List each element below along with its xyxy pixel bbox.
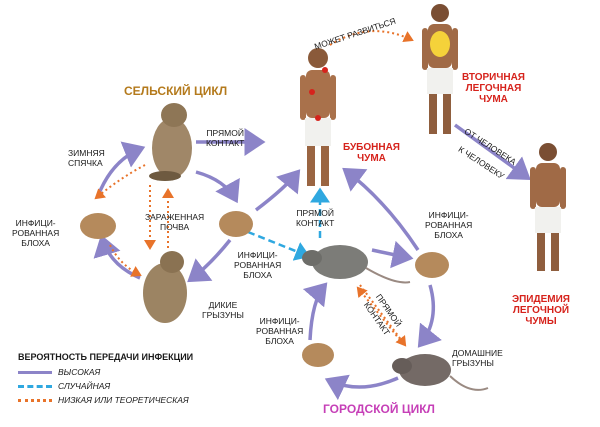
- arrow-domestic-to-flea-bottom: [324, 374, 399, 401]
- flea-figures: [80, 211, 449, 367]
- flea-right: [415, 252, 449, 278]
- rural-cycle-title: СЕЛЬСКИЙ ЦИКЛ: [124, 84, 228, 98]
- legend-title: ВЕРОЯТНОСТЬ ПЕРЕДАЧИ ИНФЕКЦИИ: [18, 352, 194, 362]
- arrow-flea-rodent-low: [109, 244, 142, 277]
- human-bubonic-figure: [300, 48, 336, 186]
- arrow-may-develop: [329, 30, 414, 46]
- label-infected-flea-left: ИНФИЦИ- РОВАННАЯ БЛОХА: [12, 218, 60, 248]
- arrow-marmot-to-flea: [195, 170, 240, 204]
- flea-bottom: [302, 343, 334, 367]
- label-direct-contact-top: ПРЯМОЙ КОНТАКТ: [206, 128, 245, 148]
- label-infected-soil: ЗАРАЖЕННАЯ ПОЧВА: [145, 212, 205, 232]
- label-bubonic-plague: БУБОННАЯ ЧУМА: [343, 142, 400, 164]
- label-infected-flea-bottom: ИНФИЦИ- РОВАННАЯ БЛОХА: [256, 316, 304, 346]
- label-wild-rodents: ДИКИЕ ГРЫЗУНЫ: [202, 300, 244, 320]
- arrow-secondary-to-epidemic: [453, 123, 531, 181]
- domestic-rat-figure: [392, 354, 489, 391]
- label-pneumonic-epidemic: ЭПИДЕМИЯ ЛЕГОЧНОЙ ЧУМЫ: [512, 294, 570, 327]
- legend-swatch-high: [18, 370, 52, 374]
- flea-left: [80, 213, 116, 239]
- urban-cycle-title: ГОРОДСКОЙ ЦИКЛ: [323, 402, 435, 416]
- arrow-rat-to-flea-right: [371, 240, 414, 269]
- legend-label-high: ВЫСОКАЯ: [58, 367, 101, 377]
- label-infected-flea-center: ИНФИЦИ- РОВАННАЯ БЛОХА: [234, 250, 282, 280]
- human-secondary-figure: [422, 4, 458, 134]
- high-probability-arrows: [93, 123, 531, 401]
- arrow-flea-to-rodent: [187, 238, 232, 283]
- arrow-flea-right-to-domestic: [417, 284, 442, 348]
- marmot-top-figure: [149, 103, 192, 181]
- label-secondary-pneumonic: ВТОРИЧНАЯ ЛЕГОЧНАЯ ЧУМА: [462, 72, 525, 105]
- arrow-flea-right-to-human: [342, 167, 420, 251]
- label-winter-hibernation: ЗИМНЯЯ СПЯЧКА: [68, 148, 105, 168]
- legend-item-high: ВЫСОКАЯ: [18, 366, 100, 378]
- arrow-flea-center-to-human: [254, 169, 301, 212]
- wild-rodent-figure: [143, 251, 187, 323]
- random-probability-arrows: [247, 187, 330, 261]
- legend-label-random: СЛУЧАЙНАЯ: [58, 381, 111, 391]
- legend-label-low: НИЗКАЯ ИЛИ ТЕОРЕТИЧЕСКАЯ: [58, 395, 189, 405]
- low-probability-arrows: [94, 30, 414, 347]
- legend-item-low: НИЗКАЯ ИЛИ ТЕОРЕТИЧЕСКАЯ: [18, 394, 189, 406]
- label-domestic-rodents: ДОМАШНИЕ ГРЫЗУНЫ: [452, 348, 503, 368]
- arrow-flea-bottom-to-rat: [302, 282, 328, 341]
- label-direct-contact-center: ПРЯМОЙ КОНТАКТ: [296, 208, 335, 228]
- arrow-domestic-to-rat: [356, 286, 401, 341]
- rat-center-figure: [302, 245, 411, 284]
- legend-item-random: СЛУЧАЙНАЯ: [18, 380, 110, 392]
- legend-swatch-random: [18, 384, 52, 388]
- flea-center: [219, 211, 253, 237]
- label-infected-flea-right: ИНФИЦИ- РОВАННАЯ БЛОХА: [425, 210, 473, 240]
- legend-swatch-low: [18, 398, 52, 402]
- human-epidemic-figure: [530, 143, 566, 271]
